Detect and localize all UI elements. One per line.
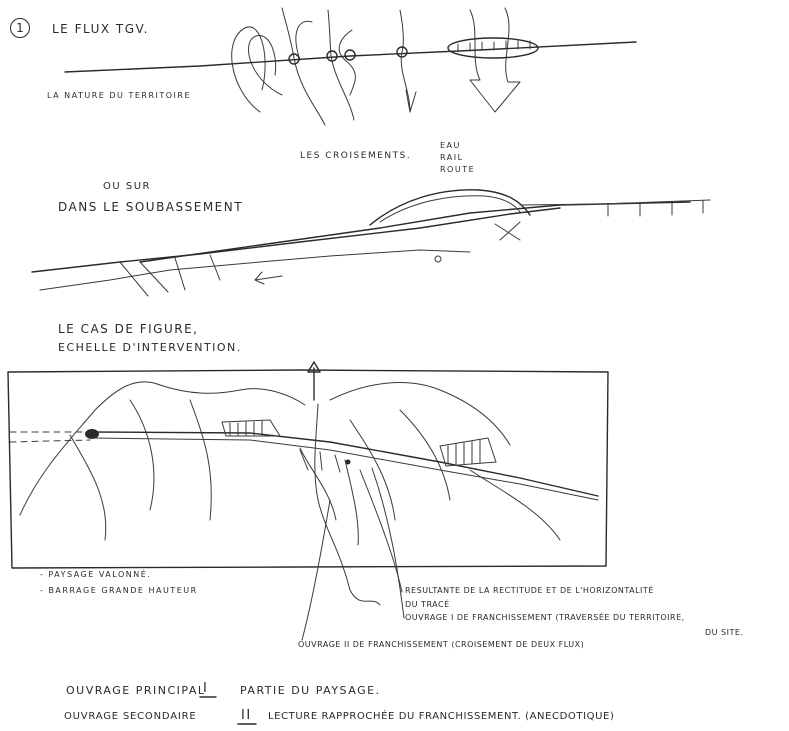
- right-mountain: [330, 383, 510, 445]
- flow-arrow: [470, 8, 520, 112]
- dam-right: [440, 438, 496, 466]
- section-number: 1: [10, 18, 30, 38]
- dashed-extension-2: [10, 440, 90, 442]
- main-track-2: [92, 438, 598, 500]
- callout-line-2: DU TRACÉ: [405, 600, 450, 609]
- left-slope: [70, 400, 211, 540]
- terrain-contour-1: [232, 27, 265, 112]
- crossing-type-rail: RAIL: [440, 153, 464, 162]
- crossing-line-4: [400, 10, 410, 112]
- legend-item-2: - BARRAGE GRANDE HAUTEUR: [40, 586, 198, 595]
- crossing-type-water: EAU: [440, 141, 461, 150]
- crossing-type-road: ROUTE: [440, 165, 475, 174]
- footer-line1-label: OUVRAGE PRINCIPAL: [66, 684, 206, 697]
- crossing-line-1: [282, 8, 325, 125]
- section1-title: LE FLUX TGV.: [52, 22, 149, 36]
- section3-title-line1: LE CAS DE FIGURE,: [58, 322, 199, 336]
- river-main: [315, 404, 380, 605]
- north-arrow: [308, 362, 320, 400]
- section2-title: DANS LE SOUBASSEMENT: [58, 200, 243, 214]
- section1-caption-left: LA NATURE DU TERRITOIRE: [47, 91, 191, 100]
- callout-line-3: OUVRAGE I DE FRANCHISSEMENT (TRAVERSÉE D…: [405, 613, 685, 622]
- callout-line-1: RESULTANTE DE LA RECTITUDE ET DE L'HORIZ…: [405, 586, 654, 595]
- crossing-line-3: [339, 30, 355, 95]
- main-track: [92, 432, 598, 496]
- section2-annotation: OU SUR: [103, 181, 151, 192]
- footer-line2-numeral: II: [241, 708, 252, 723]
- legend-item-1: - PAYSAGE VALONNÉ.: [40, 570, 151, 579]
- left-mountain: [20, 382, 305, 515]
- section1-caption-crossings: LES CROISEMENTS.: [300, 151, 411, 161]
- callout-line-4: DU SITE.: [705, 628, 743, 637]
- footer-line1-text: PARTIE DU PAYSAGE.: [240, 684, 381, 697]
- footer-line2-text: LECTURE RAPPROCHÉE DU FRANCHISSEMENT. (A…: [268, 711, 614, 722]
- footer-line1-numeral: I: [203, 681, 208, 696]
- arch-bridge: [370, 190, 530, 225]
- footer-line2-label: OUVRAGE SECONDAIRE: [64, 711, 196, 722]
- arch-bridge-2: [380, 196, 520, 222]
- crossing-point: [346, 460, 351, 465]
- section3-sketch: [8, 362, 608, 640]
- leader-line-3: [302, 500, 330, 640]
- leader-line-1: [360, 470, 402, 592]
- terrain-contour-3: [296, 21, 312, 60]
- bridge-piers: [300, 450, 340, 472]
- section3-title-line2: ECHELLE D'INTERVENTION.: [58, 341, 242, 354]
- callout-line-5: OUVRAGE II DE FRANCHISSEMENT (CROISEMENT…: [298, 640, 584, 649]
- node-marker: [435, 256, 441, 262]
- arrow-mark: [255, 272, 282, 284]
- cross-strokes: [495, 222, 520, 240]
- crossing-circle-3: [345, 50, 355, 60]
- lower-ground: [40, 250, 470, 290]
- section1-sketch: [65, 8, 636, 125]
- tgv-flux-line: [65, 42, 636, 72]
- right-slope: [350, 410, 560, 540]
